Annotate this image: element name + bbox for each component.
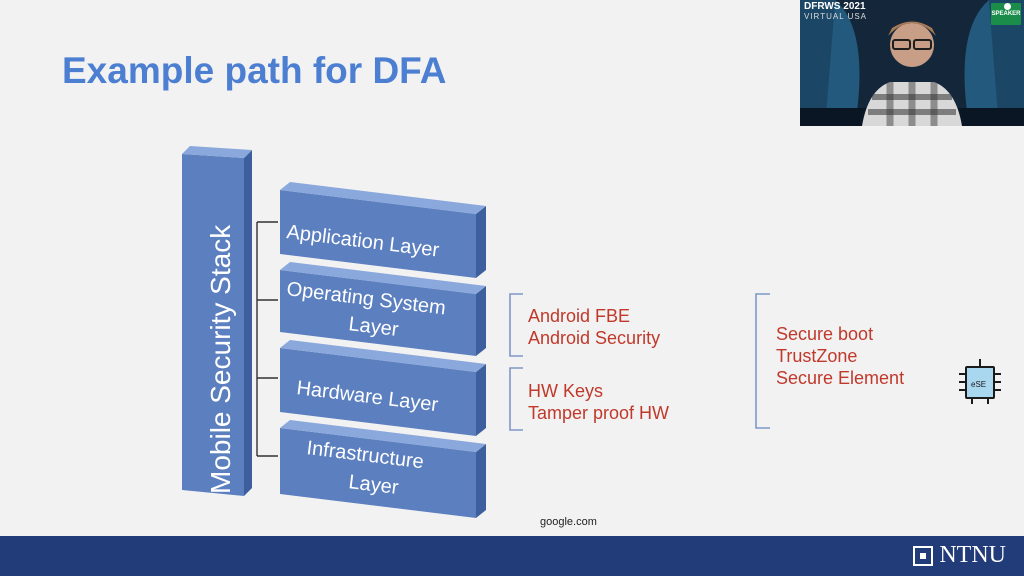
image-source-label: google.com bbox=[540, 516, 597, 528]
operating-system-layer-box-top bbox=[280, 262, 486, 294]
infrastructure-layer-box-front bbox=[280, 428, 476, 518]
operating-system-layer-box-side bbox=[476, 286, 486, 356]
tamper-proof-hw-label: Tamper proof HW bbox=[528, 403, 670, 423]
secure-group-brace bbox=[755, 293, 770, 429]
secure-boot-label: Secure boot bbox=[776, 324, 874, 344]
hardware-group-text: HW Keys Tamper proof HW bbox=[528, 380, 669, 424]
event-badge: DFRWS 2021 bbox=[804, 1, 866, 12]
stack-label-box-side bbox=[244, 150, 252, 496]
ntnu-logo-icon bbox=[913, 545, 934, 566]
os-group-brace bbox=[509, 293, 523, 357]
android-security-label: Android Security bbox=[528, 328, 661, 348]
secure-element-chip-icon: eSE bbox=[959, 359, 1001, 404]
speaker-video-frame bbox=[800, 0, 1024, 126]
slide-title: Example path for DFA bbox=[62, 50, 447, 91]
infrastructure-layer-box-top bbox=[280, 420, 486, 452]
application-layer-box-top bbox=[280, 182, 486, 214]
ntnu-logo-text: NTNU bbox=[939, 542, 1006, 568]
infrastructure-layer-box-side bbox=[476, 444, 486, 518]
speaker-label: SPEAKER bbox=[991, 3, 1021, 25]
secure-element-label: Secure Element bbox=[776, 368, 905, 388]
hardware-layer-box-top bbox=[280, 340, 486, 372]
android-fbe-label: Android FBE bbox=[528, 306, 631, 326]
stack-label-box-top bbox=[182, 146, 252, 158]
hardware-layer-box-front bbox=[280, 348, 476, 436]
stack-label-box-front bbox=[182, 154, 244, 496]
secure-group-text: Secure boot TrustZone Secure Element bbox=[776, 323, 904, 389]
application-layer-box-front bbox=[280, 190, 476, 278]
slide-footer: NTNU bbox=[0, 536, 1024, 576]
event-subbadge: VIRTUAL USA bbox=[804, 12, 868, 21]
hw-keys-label: HW Keys bbox=[528, 381, 604, 401]
os-group-text: Android FBE Android Security bbox=[528, 305, 660, 349]
stack-connector bbox=[256, 221, 278, 457]
secure-element-chip-label: eSE bbox=[971, 380, 986, 389]
ntnu-logo: NTNU bbox=[913, 542, 1006, 569]
trustzone-label: TrustZone bbox=[776, 346, 858, 366]
security-stack-diagram: .front { fill:#5b7fbf; } .side { fill:#3… bbox=[182, 146, 1001, 518]
hardware-layer-box-side bbox=[476, 364, 486, 436]
stack-label: Mobile Security Stack bbox=[205, 224, 236, 494]
operating-system-layer-box-front bbox=[280, 270, 476, 356]
application-layer-box-side bbox=[476, 206, 486, 278]
hardware-group-brace bbox=[509, 367, 523, 431]
speaker-video: DFRWS 2021 VIRTUAL USA SPEAKER bbox=[800, 0, 1024, 126]
speaker-status-icon bbox=[1004, 3, 1011, 10]
